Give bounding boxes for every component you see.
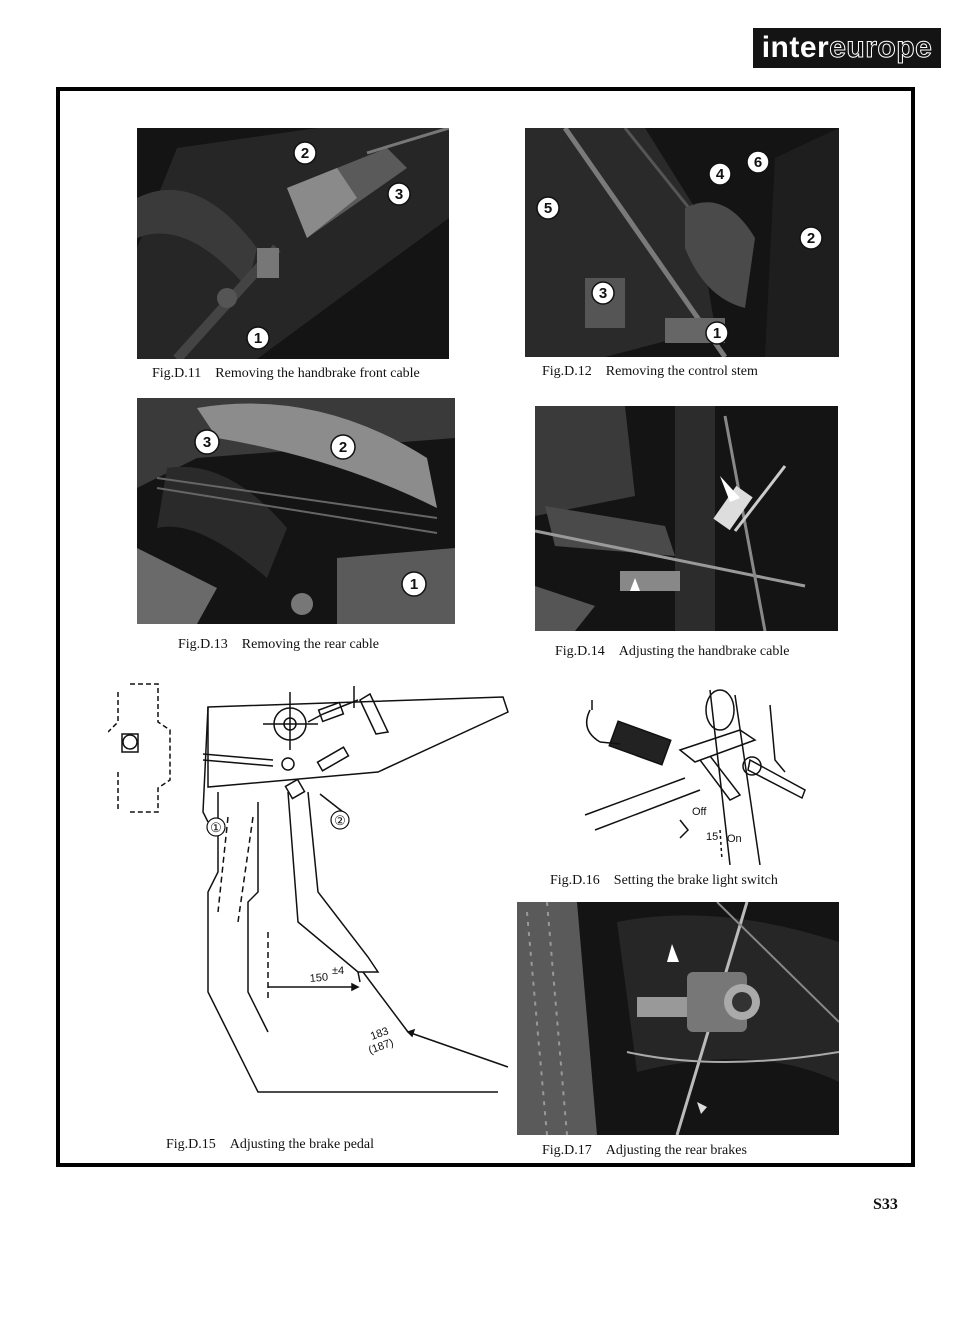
callout-2: 2 xyxy=(301,145,309,162)
callout-1: 1 xyxy=(410,576,418,593)
callout-1: 1 xyxy=(713,325,721,342)
figure-caption-text: Adjusting the handbrake cable xyxy=(618,644,790,659)
photo-fig-d11: 2 3 1 xyxy=(137,128,449,359)
callout-5: 5 xyxy=(544,200,552,217)
figure-number: Fig.D.15 xyxy=(166,1137,216,1152)
callout-1: 1 xyxy=(254,330,262,347)
label-gap: 15 xyxy=(706,831,718,843)
figure-caption-text: Adjusting the rear brakes xyxy=(605,1143,747,1158)
caption-fig-d15: Fig.D.15 Adjusting the brake pedal xyxy=(166,1137,374,1153)
figure-number: Fig.D.12 xyxy=(542,364,592,379)
caption-fig-d16: Fig.D.16 Setting the brake light switch xyxy=(550,873,778,889)
caption-fig-d12: Fig.D.12 Removing the control stem xyxy=(542,364,758,380)
figure-number: Fig.D.14 xyxy=(555,644,605,659)
figure-number: Fig.D.17 xyxy=(542,1143,592,1158)
callout-2: 2 xyxy=(807,230,815,247)
figure-frame xyxy=(56,87,915,1167)
photo-fig-d17 xyxy=(517,902,839,1135)
caption-fig-d17: Fig.D.17 Adjusting the rear brakes xyxy=(542,1143,747,1159)
caption-fig-d11: Fig.D.11 Removing the handbrake front cab… xyxy=(152,366,420,382)
photo-fig-d14 xyxy=(535,406,838,631)
label-on: On xyxy=(727,833,742,845)
caption-fig-d14: Fig.D.14 Adjusting the handbrake cable xyxy=(555,644,789,660)
figure-number: Fig.D.13 xyxy=(178,637,228,652)
figure-caption-text: Removing the control stem xyxy=(605,364,758,379)
photo-fig-d12: 4 6 5 2 3 1 xyxy=(525,128,839,357)
label-off: Off xyxy=(692,806,707,818)
brand-logo-part1: inter xyxy=(761,31,830,64)
diagram-fig-d16: Off 15 On xyxy=(580,680,810,865)
callout-3: 3 xyxy=(203,434,211,451)
figure-caption-text: Removing the handbrake front cable xyxy=(215,366,420,381)
figure-caption-text: Removing the rear cable xyxy=(241,637,380,652)
figure-number: Fig.D.16 xyxy=(550,873,600,888)
dimension-a-tolerance: ±4 xyxy=(332,965,344,977)
callout-6: 6 xyxy=(754,154,762,171)
callout-3: 3 xyxy=(395,186,403,203)
callout-2: 2 xyxy=(339,439,347,456)
callout-4: 4 xyxy=(716,166,725,183)
callout-1: ① xyxy=(210,820,222,835)
photo-fig-d13: 3 2 1 xyxy=(137,398,455,624)
callout-2: ② xyxy=(334,813,346,828)
page-number: S33 xyxy=(873,1196,898,1213)
figure-caption-text: Adjusting the brake pedal xyxy=(229,1137,375,1152)
figure-number: Fig.D.11 xyxy=(152,366,202,381)
callout-3: 3 xyxy=(599,285,607,302)
dimension-b: 183 xyxy=(369,1025,390,1043)
brand-logo-part2: europe xyxy=(829,31,933,65)
caption-fig-d13: Fig.D.13 Removing the rear cable xyxy=(178,637,379,653)
diagram-fig-d15: ① ② 150 ±4 183 (187) xyxy=(108,672,518,1112)
dimension-a: 150 xyxy=(309,971,328,985)
figure-caption-text: Setting the brake light switch xyxy=(613,873,778,888)
